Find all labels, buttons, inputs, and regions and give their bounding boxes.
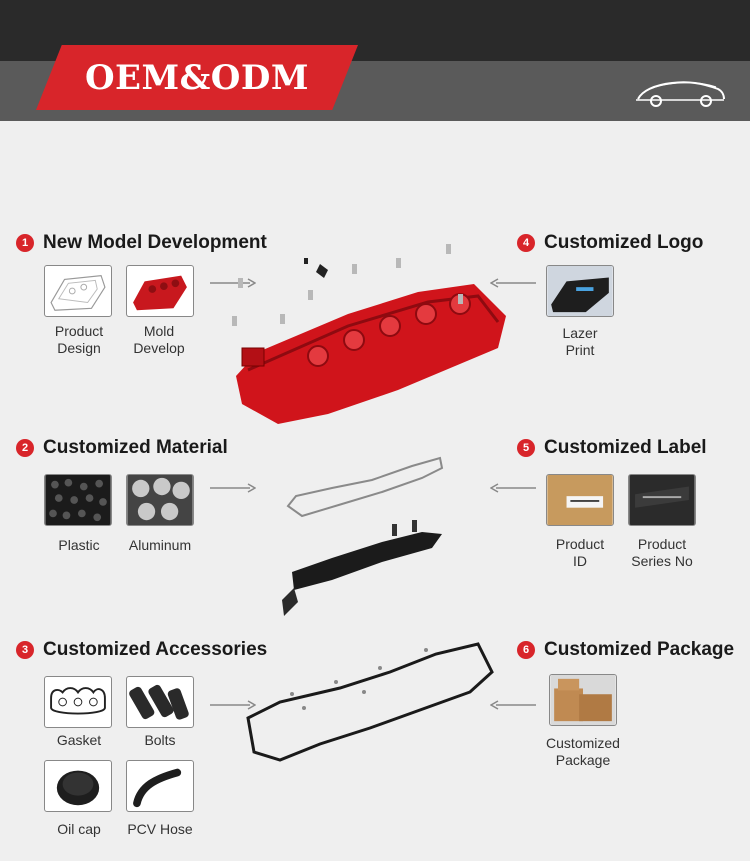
bolts-label: Bolts: [144, 732, 176, 748]
section-title-custom-label: 5 Customized Label: [517, 437, 707, 459]
section-number-badge: 4: [517, 234, 535, 252]
product-id-label: Product ID: [555, 536, 605, 569]
pcv-hose-thumbnail: [126, 760, 194, 812]
section-title-text: Customized Label: [544, 437, 707, 458]
arrow-left-icon: [490, 700, 536, 710]
section-number-badge: 2: [16, 439, 34, 457]
valve-cover-gasket-image: [246, 642, 494, 762]
gasket-thumbnail: [44, 676, 112, 728]
plastic-thumbnail: [44, 474, 112, 526]
package-thumbnail: [549, 674, 617, 726]
package-label: Customized Package: [546, 735, 620, 768]
gasket-and-baffle-image: [282, 456, 444, 616]
aluminum-label: Aluminum: [128, 537, 192, 553]
product-series-label: Product Series No: [631, 536, 693, 569]
red-valve-cover-image: [232, 244, 506, 424]
lazer-print-label: Lazer Print: [562, 325, 598, 358]
mold-develop-label: Mold Develop: [133, 323, 185, 356]
lazer-print-thumbnail: [546, 265, 614, 317]
section-number-badge: 1: [16, 234, 34, 252]
arrow-left-icon: [490, 278, 536, 288]
product-id-thumbnail: [546, 474, 614, 526]
section-title-text: Customized Package: [544, 639, 735, 660]
section-number-badge: 3: [16, 641, 34, 659]
pcv-hose-label: PCV Hose: [127, 821, 193, 837]
product-design-thumbnail: [44, 265, 112, 317]
section-number-badge: 6: [517, 641, 535, 659]
section-number-badge: 5: [517, 439, 535, 457]
section-title-text: Customized Logo: [544, 232, 704, 253]
section-title-text: Customized Accessories: [43, 639, 268, 660]
section-title-custom-package: 6 Customized Package: [517, 639, 734, 661]
arrow-right-icon: [210, 278, 256, 288]
oil-cap-thumbnail: [44, 760, 112, 812]
car-logo-icon: [636, 81, 725, 107]
section-title-text: Customized Material: [43, 437, 228, 458]
section-title-custom-accessories: 3 Customized Accessories: [16, 639, 267, 661]
oem-odm-banner: OEM&ODM: [36, 45, 358, 110]
arrow-left-icon: [490, 483, 536, 493]
section-title-custom-logo: 4 Customized Logo: [517, 232, 703, 254]
mold-develop-thumbnail: [126, 265, 194, 317]
section-title-custom-material: 2 Customized Material: [16, 437, 228, 459]
arrow-right-icon: [210, 483, 256, 493]
product-design-label: Product Design: [54, 323, 104, 356]
aluminum-thumbnail: [126, 474, 194, 526]
product-series-thumbnail: [628, 474, 696, 526]
plastic-label: Plastic: [58, 537, 100, 553]
gasket-label: Gasket: [56, 732, 102, 748]
arrow-right-icon: [210, 700, 256, 710]
banner-title: OEM&ODM: [84, 57, 310, 98]
section-title-text: New Model Development: [43, 232, 267, 253]
oil-cap-label: Oil cap: [57, 821, 101, 837]
section-title-new-model: 1 New Model Development: [16, 232, 267, 254]
bolts-thumbnail: [126, 676, 194, 728]
